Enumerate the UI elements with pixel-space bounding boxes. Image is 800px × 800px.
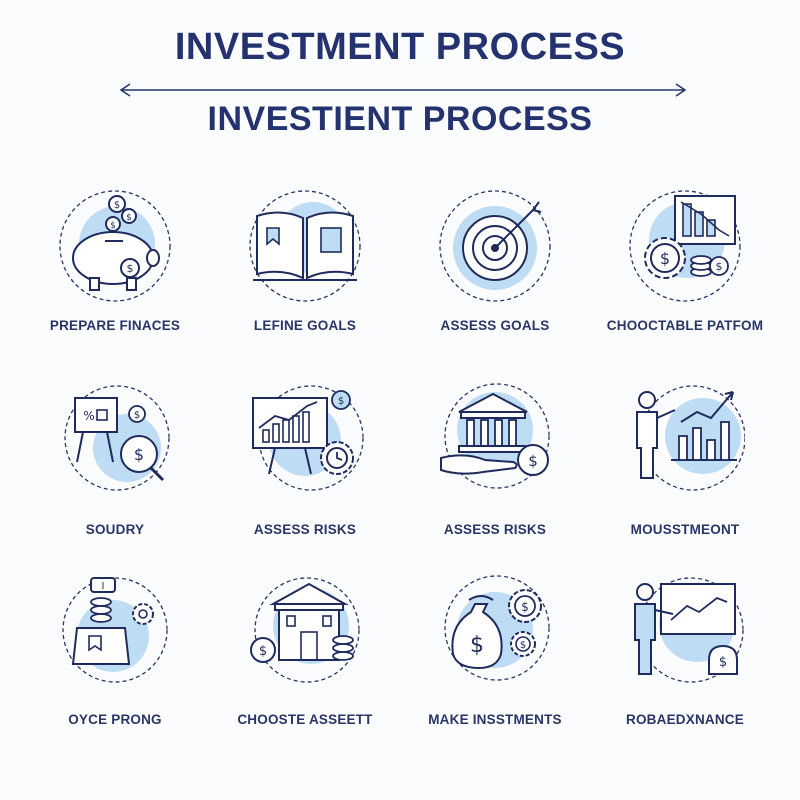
bank-hand-icon: $ [440, 383, 550, 489]
piggy-bank-icon: $ $ $ $ [59, 190, 171, 302]
robot-coins-icon: I [62, 577, 168, 683]
step-label: PREPARE FINACES [49, 318, 181, 333]
svg-text:$: $ [521, 600, 529, 614]
step-card-9: I OYCE PRONG [20, 562, 210, 754]
step-label: CHOOCTABLE PATFOM [606, 318, 764, 333]
step-card-6: $ ASSESS RISKS [210, 370, 400, 562]
step-label: CHOOSTE ASSEETT [237, 712, 373, 727]
step-card-8: MOUSSTMEONT [590, 370, 780, 562]
svg-text:$: $ [110, 221, 116, 231]
step-card-2: LEFINE GOALS [210, 178, 400, 370]
svg-text:$: $ [134, 445, 144, 464]
step-label: LEFINE GOALS [253, 318, 357, 333]
step-card-7: $ ASSESS RISKS [400, 370, 590, 562]
step-label: ASSESS RISKS [253, 522, 357, 537]
step-card-11: $ $ $ MAKE INSSTMENTS [400, 562, 590, 754]
open-book-icon [249, 190, 361, 302]
page-title: INVESTMENT PROCESS [174, 26, 626, 68]
svg-text:$: $ [114, 200, 120, 211]
step-card-12: $ ROBAEDXNANCE [590, 562, 780, 754]
svg-text:$: $ [520, 640, 526, 651]
presenter-chart-icon [636, 385, 745, 491]
step-label: SOUDRY [85, 522, 145, 537]
step-label: ASSESS RISKS [443, 522, 547, 537]
chart-board-clock-icon: $ [252, 385, 364, 491]
step-label: MOUSSTMEONT [630, 522, 740, 537]
presentation-magnifier-icon: % $ $ [64, 385, 170, 491]
step-card-5: % $ $ SOUDRY [20, 370, 210, 562]
step-card-1: $ $ $ $ PREPARE FINACES [20, 178, 210, 370]
chart-gear-icon: $ $ [629, 190, 741, 302]
svg-text:I: I [102, 581, 105, 592]
bank-coins-icon: $ [250, 577, 360, 683]
svg-text:$: $ [127, 262, 134, 275]
svg-text:$: $ [470, 633, 484, 658]
svg-text:$: $ [528, 452, 538, 470]
double-arrow-divider [119, 83, 687, 97]
step-label: ROBAEDXNANCE [626, 712, 744, 727]
money-bag-gears-icon: $ $ $ [444, 575, 550, 681]
process-steps-grid: $ $ $ $ PREPARE FINACES LEFINE GOALS [20, 178, 780, 754]
svg-text:$: $ [259, 644, 267, 659]
step-card-3: ASSESS GOALS [400, 178, 590, 370]
target-icon [439, 190, 551, 302]
step-card-4: $ $ CHOOCTABLE PATFOM [590, 178, 780, 370]
svg-text:$: $ [716, 260, 723, 273]
svg-text:$: $ [134, 410, 140, 421]
svg-text:$: $ [338, 396, 344, 407]
presenter-board-icon: $ [634, 577, 744, 683]
step-label: MAKE INSSTMENTS [428, 712, 562, 727]
step-label: ASSESS GOALS [440, 318, 550, 333]
page-subtitle: INVESTIENT PROCESS [207, 100, 593, 138]
step-card-10: $ CHOOSTE ASSEETT [210, 562, 400, 754]
svg-text:%: % [83, 409, 94, 423]
svg-text:$: $ [126, 213, 132, 223]
svg-text:$: $ [719, 655, 727, 670]
svg-text:$: $ [660, 249, 670, 268]
step-label: OYCE PRONG [68, 712, 162, 727]
